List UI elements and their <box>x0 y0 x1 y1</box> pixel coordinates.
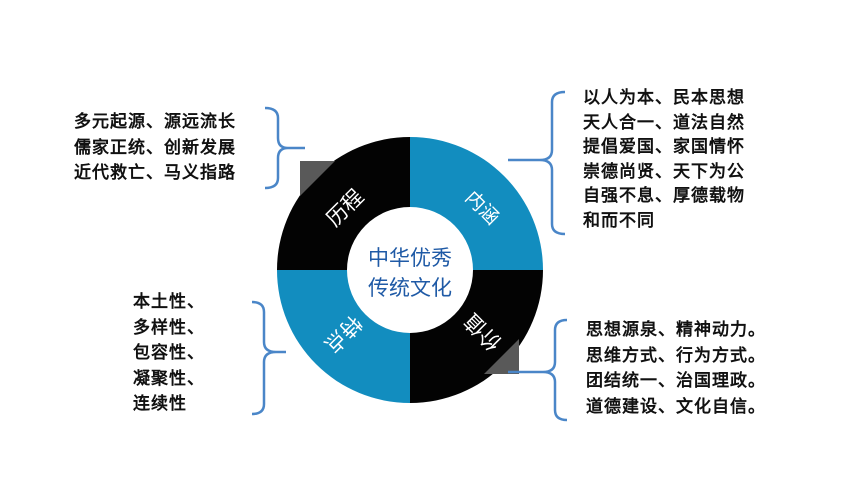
content-point: 天人合一、道法自然 <box>583 112 745 133</box>
quadrant-feature <box>277 270 410 403</box>
value-point: 思想源泉、精神动力。 <box>586 320 766 340</box>
value-points: 思想源泉、精神动力。 思维方式、行为方式。 团结统一、治国理政。 道德建设、文化… <box>586 318 766 420</box>
feature-point: 凝聚性、 <box>133 368 205 389</box>
quadrant-history <box>277 137 410 270</box>
bracket-top-left <box>264 106 305 190</box>
feature-point: 本土性、 <box>133 292 205 312</box>
corner-tab-top-left <box>300 161 335 196</box>
feature-point: 包容性、 <box>133 343 205 364</box>
quadrant-value <box>410 270 543 403</box>
content-point: 以人为本、民本思想 <box>583 88 745 108</box>
content-point: 提倡爱国、家国情怀 <box>583 137 745 158</box>
center-title-line: 中华优秀 <box>368 246 452 270</box>
value-point: 团结统一、治国理政。 <box>586 371 766 392</box>
history-point: 儒家正统、创新发展 <box>74 137 236 158</box>
content-points: 以人为本、民本思想 天人合一、道法自然 提倡爱国、家国情怀 崇德尚贤、天下为公 … <box>583 86 745 234</box>
feature-point: 多样性、 <box>133 317 205 338</box>
history-point: 多元起源、源远流长 <box>74 112 236 132</box>
value-point: 思维方式、行为方式。 <box>586 345 766 366</box>
bracket-bottom-left <box>251 300 286 416</box>
bracket-top-right <box>508 90 566 236</box>
corner-tab-bottom-right <box>484 339 519 374</box>
feature-point: 连续性 <box>133 394 187 415</box>
quadrant-content <box>410 137 543 270</box>
feature-points: 本土性、 多样性、 包容性、 凝聚性、 连续性 <box>133 290 205 418</box>
history-points: 多元起源、源远流长 儒家正统、创新发展 近代救亡、马义指路 <box>74 110 236 187</box>
content-point: 和而不同 <box>583 210 655 231</box>
center-title: 中华优秀 传统文化 <box>340 243 480 303</box>
history-point: 近代救亡、马义指路 <box>74 163 236 183</box>
value-point: 道德建设、文化自信。 <box>586 396 766 417</box>
content-point: 自强不息、厚德载物 <box>583 186 745 207</box>
content-point: 崇德尚贤、天下为公 <box>583 161 745 182</box>
bracket-bottom-right <box>508 318 568 422</box>
center-title-line: 传统文化 <box>368 276 452 300</box>
